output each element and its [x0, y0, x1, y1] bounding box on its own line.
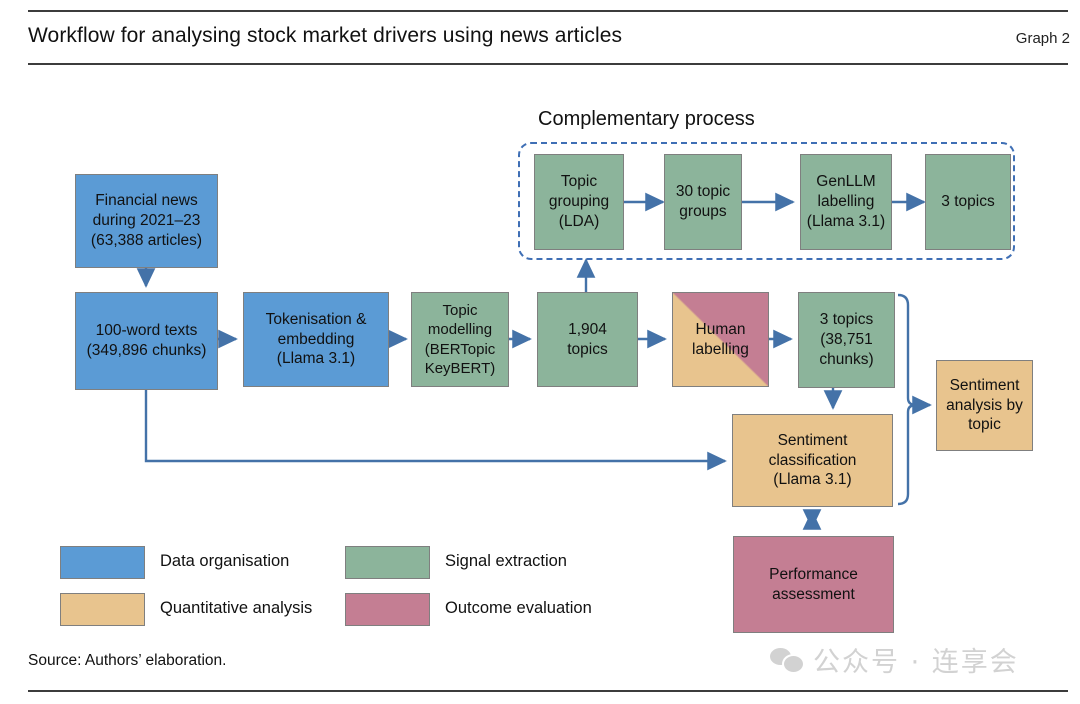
node-topic-grouping[interactable]: Topic grouping (LDA)	[534, 154, 624, 250]
complementary-process-title: Complementary process	[538, 108, 755, 130]
source-note: Source: Authors’ elaboration.	[28, 652, 227, 669]
node-30-topic-groups[interactable]: 30 topic groups	[664, 154, 742, 250]
legend-label-signal-extraction: Signal extraction	[445, 552, 567, 570]
legend-label-outcome-evaluation: Outcome evaluation	[445, 599, 592, 617]
page-title: Workflow for analysing stock market driv…	[28, 24, 623, 47]
legend-swatch-quantitative-analysis	[60, 593, 145, 626]
legend-swatch-signal-extraction	[345, 546, 430, 579]
legend-swatch-data-organisation	[60, 546, 145, 579]
header-rule-bottom	[28, 63, 1068, 65]
header-rule-top	[28, 10, 1068, 12]
graph-number-label: Graph 2	[1015, 30, 1070, 47]
node-topic-modelling[interactable]: Topic modelling (BERTopic KeyBERT)	[411, 292, 509, 387]
legend-swatch-outcome-evaluation	[345, 593, 430, 626]
node-sentiment-classification[interactable]: Sentiment classification (Llama 3.1)	[732, 414, 893, 507]
legend-label-quantitative-analysis: Quantitative analysis	[160, 599, 313, 617]
node-tokenisation-embedding[interactable]: Tokenisation & embedding (Llama 3.1)	[243, 292, 389, 387]
watermark-text: 公众号 · 连享会	[813, 647, 1019, 678]
node-sentiment-analysis-by-topic[interactable]: Sentiment analysis by topic	[936, 360, 1033, 451]
wechat-bubble-icon	[770, 646, 805, 674]
node-3-topics[interactable]: 3 topics	[925, 154, 1011, 250]
node-100-word-texts[interactable]: 100-word texts (349,896 chunks)	[75, 292, 218, 390]
complementary-process-container	[518, 142, 1015, 260]
node-1904-topics[interactable]: 1,904 topics	[537, 292, 638, 387]
footer-rule	[28, 690, 1068, 692]
node-human-labelling-label: Human labelling	[692, 320, 749, 358]
node-genllm-labelling[interactable]: GenLLM labelling (Llama 3.1)	[800, 154, 892, 250]
node-performance-assessment[interactable]: Performance assessment	[733, 536, 894, 633]
legend-label-data-organisation: Data organisation	[160, 552, 290, 570]
watermark: 公众号 · 连享会	[770, 640, 1019, 679]
node-human-labelling[interactable]: Human labelling	[672, 292, 769, 387]
node-financial-news[interactable]: Financial news during 2021–23 (63,388 ar…	[75, 174, 218, 268]
node-3-topics-chunks[interactable]: 3 topics (38,751 chunks)	[798, 292, 895, 388]
